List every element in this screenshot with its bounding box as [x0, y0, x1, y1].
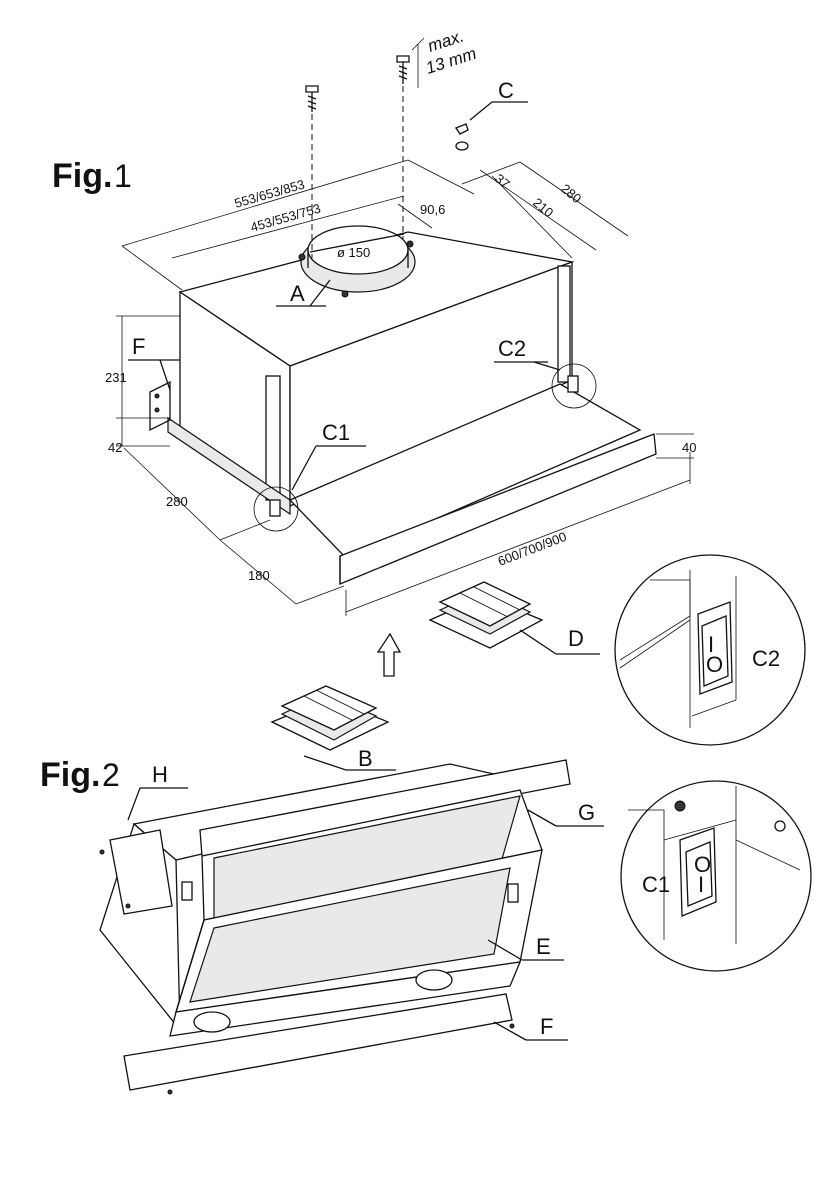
depth-210-dim: 210	[530, 195, 556, 220]
label-c1-detail: C1	[642, 872, 670, 897]
depth-280-side-dim: 280	[166, 494, 188, 509]
label-h: H	[152, 762, 168, 787]
depth-280-top-dim: 280	[558, 181, 584, 206]
carbon-filter-b: B	[272, 686, 396, 771]
label-d: D	[568, 626, 584, 651]
width-outer-dim: 553/653/853	[233, 177, 307, 211]
screw-right	[397, 56, 409, 240]
part-c-screw: C	[456, 78, 528, 150]
fig1-number: 1	[114, 158, 132, 194]
screw-left	[306, 86, 318, 258]
label-c2-detail: C2	[752, 646, 780, 671]
carbon-filter-d: D	[430, 582, 600, 654]
label-b: B	[358, 746, 373, 771]
label-e: E	[536, 934, 551, 959]
switch-c2-detail: I O C2	[615, 555, 805, 745]
width-inner-dim: 453/553/753	[249, 201, 323, 235]
label-c1: C1	[322, 420, 350, 445]
label-g-group: G	[528, 800, 604, 826]
fig1-title: Fig. 1	[52, 157, 132, 195]
hood-open-view	[100, 760, 570, 1094]
front-width-dim: 600/700/900	[496, 529, 569, 569]
label-h-group: H	[128, 762, 188, 820]
fig2-number: 2	[102, 757, 120, 793]
label-c: C	[498, 78, 514, 103]
label-f-bottom: F	[540, 1014, 553, 1039]
height-42-dim: 42	[108, 440, 122, 455]
label-f-top: F	[132, 334, 145, 359]
front-height-dim: 40	[682, 440, 696, 455]
duct-offset-dim: 90,6	[420, 202, 445, 217]
label-g: G	[578, 800, 595, 825]
label-f-fig1: F	[128, 334, 180, 390]
fig1-label: Fig.	[52, 157, 112, 195]
insert-arrow-icon	[378, 634, 400, 676]
c2-switch-mark-off: O	[706, 652, 723, 677]
c1-switch-mark-on: I	[698, 872, 704, 897]
depth-37-dim: 37	[492, 171, 513, 192]
fig2-title: Fig. 2	[40, 756, 120, 794]
height-231-dim: 231	[105, 370, 127, 385]
switch-c1-detail: O I C1	[621, 781, 811, 971]
fig2-label: Fig.	[40, 756, 100, 794]
label-c2: C2	[498, 336, 526, 361]
depth-180-dim: 180	[248, 568, 270, 583]
duct-diameter-label: ø 150	[337, 245, 370, 260]
max-depth-note: max. 13 mm	[412, 26, 479, 88]
label-a: A	[290, 281, 305, 306]
